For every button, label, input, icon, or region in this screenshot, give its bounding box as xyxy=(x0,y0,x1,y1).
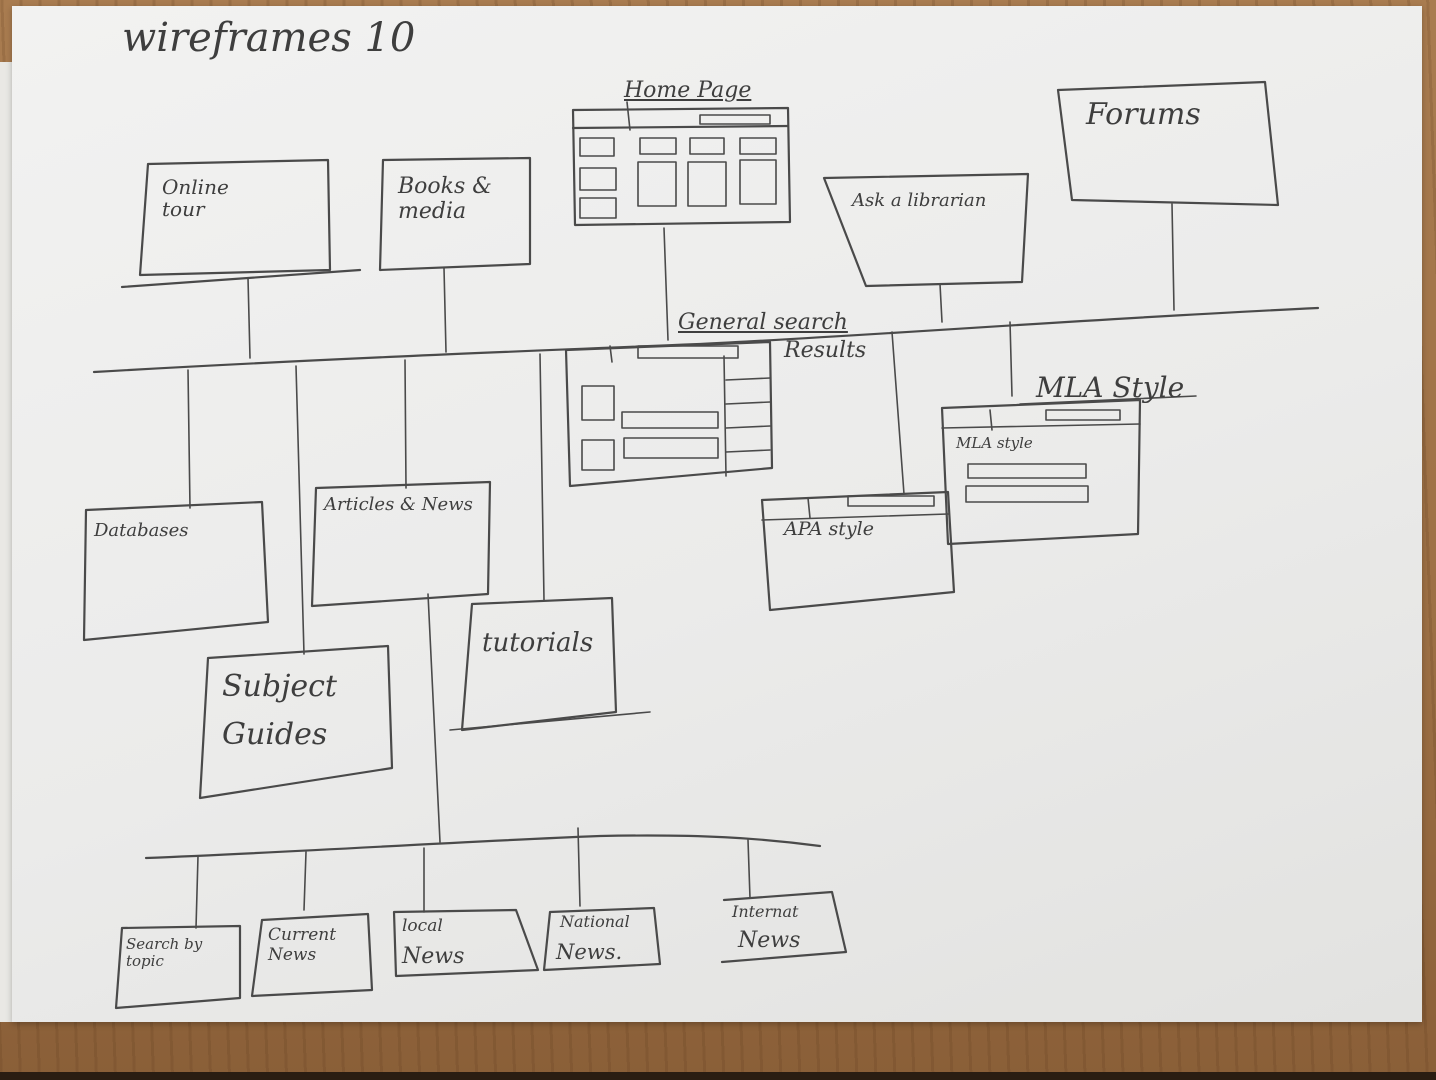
subject-guides-label-line2: Guides xyxy=(222,717,328,752)
news-branch-line xyxy=(144,834,822,860)
articles-news-box xyxy=(310,480,492,608)
top-left-branch xyxy=(120,268,362,289)
ask-librarian-box xyxy=(822,172,1030,288)
national-news-label-line2: News. xyxy=(556,940,623,964)
current-news-label: Current News xyxy=(268,925,337,965)
online-tour-label: Online tour xyxy=(162,175,229,221)
subject-guides-label-line1: Subject xyxy=(222,669,337,704)
tutorials-box xyxy=(460,596,618,732)
apa-style-wireframe xyxy=(760,490,956,612)
mla-style-wireframe xyxy=(940,395,1197,546)
databases-label: Databases xyxy=(94,520,189,541)
local-news-box xyxy=(392,908,540,978)
articles-news-label: Articles & News xyxy=(324,494,473,515)
current-news-box xyxy=(250,912,374,998)
search-by-topic-label: Search by topic xyxy=(126,935,203,971)
search-by-topic-box xyxy=(114,924,242,1010)
tutorials-label: tutorials xyxy=(482,628,594,658)
international-news-box xyxy=(720,890,848,964)
online-tour-box xyxy=(138,158,332,277)
international-news-label-line2: News xyxy=(738,928,801,953)
mla-style-inner-label: MLA style xyxy=(956,434,1033,452)
books-media-label: Books & media xyxy=(398,174,492,225)
ask-librarian-label: Ask a librarian xyxy=(852,190,987,211)
forums-label: Forums xyxy=(1086,97,1201,132)
subject-guides-box xyxy=(198,644,394,800)
homepage-label: Home Page xyxy=(624,78,752,103)
local-news-label-line1: local xyxy=(402,916,443,936)
national-news-box xyxy=(542,906,662,972)
national-news-label-line1: National xyxy=(560,912,630,931)
local-news-label-line2: News xyxy=(402,944,465,969)
apa-style-label: APA style xyxy=(784,518,874,540)
general-results-label: Results xyxy=(784,338,867,363)
forums-box xyxy=(1056,80,1280,207)
page-title: wireframes 10 xyxy=(122,15,416,61)
international-news-label-line1: Internat xyxy=(732,902,799,921)
homepage-wireframe xyxy=(571,101,792,227)
mla-style-title: MLA Style xyxy=(1036,371,1185,404)
desk-edge xyxy=(0,1072,1436,1080)
books-media-box xyxy=(378,156,532,272)
search-results-wireframe xyxy=(564,340,774,488)
databases-box xyxy=(82,500,270,642)
general-search-label: General search xyxy=(678,310,848,335)
